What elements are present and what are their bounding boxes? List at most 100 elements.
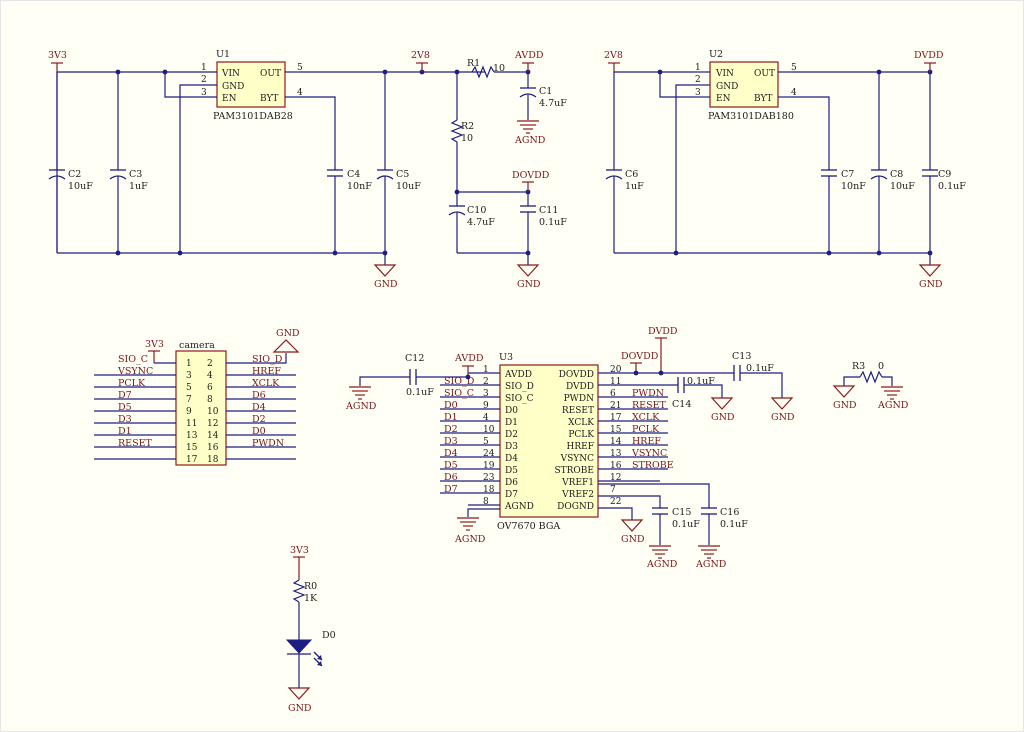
u1-ref: U1 (216, 49, 230, 60)
net-label-2v8: 2V8 (604, 50, 623, 61)
camera-pin-number: 2 (207, 359, 213, 369)
net-label-gnd: GND (833, 400, 857, 411)
camera-net-label: SIO_C (118, 354, 148, 365)
u3-pin-number: 6 (610, 389, 616, 399)
u3-net-label: PCLK (632, 424, 660, 435)
camera-net-label: D3 (118, 414, 132, 425)
u3-pin-number: 22 (610, 497, 621, 507)
u3-net-label: D3 (444, 436, 458, 447)
resistor-r2: R2 10 (450, 119, 474, 144)
u2-pin-name: EN (716, 94, 731, 104)
capacitor-c8: C8 10uF (870, 72, 915, 253)
agnd-symbol: AGND (695, 545, 727, 570)
u3-net-label: VSYNC (631, 448, 667, 459)
u3-pin-name: VREF2 (561, 490, 594, 500)
c5-value: 10uF (396, 181, 421, 192)
u3-pin-number: 5 (483, 437, 489, 447)
c3-ref: C3 (129, 169, 142, 180)
u2-regulator-section: 2V8 C6 1uF U2 PAM3101DAB180 1 2 (604, 49, 966, 290)
u2-pin-name: OUT (754, 69, 775, 79)
u3-pin-name: SIO_C (505, 394, 534, 404)
u3-net-label: D6 (444, 472, 458, 483)
c4-value: 10nF (347, 181, 372, 192)
agnd-symbol: AGND (514, 120, 546, 146)
u3-pin-number: 2 (483, 377, 489, 387)
c16-ref: C16 (720, 507, 739, 518)
u2-pin-name: GND (716, 82, 738, 92)
power-port-dovdd: DOVDD (621, 351, 659, 373)
u3-pin-number: 24 (483, 449, 495, 459)
u3-net-label: D5 (444, 460, 458, 471)
power-port-3v3: 3V3 (48, 50, 67, 72)
c13-value: 0.1uF (746, 363, 774, 374)
u3-net-label: XCLK (632, 412, 660, 423)
c2-ref: C2 (68, 169, 81, 180)
camera-pin-number: 8 (207, 395, 213, 405)
camera-net-label: D7 (118, 390, 132, 401)
net-label-avdd: AVDD (454, 353, 484, 364)
u3-net-label: SIO_C (444, 388, 474, 399)
power-port-3v3: 3V3 (145, 339, 176, 364)
capacitor-c16: C16 0.1uF (701, 507, 748, 545)
u3-agnd: AGND (454, 508, 500, 545)
capacitor-c5: C5 10uF (376, 72, 421, 265)
net-label-gnd: GND (374, 279, 398, 290)
c5-ref: C5 (396, 169, 409, 180)
power-port-2v8: 2V8 (604, 50, 623, 72)
u3-pin-name: DOVDD (559, 370, 594, 380)
u3-pin-number: 3 (483, 389, 489, 399)
u3-pin-number: 10 (483, 425, 495, 435)
net-label-gnd: GND (288, 703, 312, 714)
power-port-2v8: 2V8 (411, 50, 430, 72)
camera-net-label: XCLK (252, 378, 280, 389)
u1-pin-number: 5 (297, 63, 303, 73)
power-port-dvdd: DVDD (648, 326, 678, 373)
net-label-dovdd: DOVDD (621, 351, 659, 362)
u3-pin-name: RESET (562, 406, 594, 416)
agnd-symbol: AGND (646, 545, 678, 570)
led-indicator-section: 3V3 R0 1K D0 GND (285, 545, 336, 714)
c7-value: 10nF (841, 181, 866, 192)
ground-symbol: GND (918, 264, 943, 290)
u3-net-label: PWDN (632, 388, 664, 399)
r2-value: 10 (461, 133, 473, 144)
u3-pin-name: AGND (504, 502, 534, 512)
u1-pin-number: 2 (201, 75, 207, 85)
u3-pin-number: 4 (483, 413, 489, 423)
u1-pin-name: EN (222, 94, 237, 104)
u3-pin-name: HREF (567, 442, 594, 452)
camera-net-label: D6 (252, 390, 266, 401)
c9-value: 0.1uF (938, 181, 966, 192)
camera-pin-number: 13 (186, 431, 198, 441)
c1-value: 4.7uF (539, 98, 567, 109)
u1-pin-name: BYT (260, 94, 278, 104)
c15-ref: C15 (672, 507, 691, 518)
u3-net-label: HREF (632, 436, 661, 447)
camera-pin-number: 16 (207, 443, 219, 453)
u3-pin-name: PCLK (568, 430, 594, 440)
u1-pin-number: 4 (297, 88, 303, 98)
capacitor-c1: C1 4.7uF (519, 72, 567, 120)
net-label-agnd: AGND (514, 135, 546, 146)
u3-pin-name: AVDD (504, 370, 532, 380)
camera-pin-number: 15 (186, 443, 198, 453)
camera-pin-number: 5 (186, 383, 192, 393)
net-label-gnd: GND (517, 279, 541, 290)
u3-net-label: D0 (444, 400, 458, 411)
d0-ref: D0 (322, 630, 336, 641)
u3-pin-number: 14 (610, 437, 622, 447)
capacitor-c11: C11 0.1uF (520, 192, 567, 265)
c12-value: 0.1uF (406, 387, 434, 398)
c12-ref: C12 (405, 353, 424, 364)
c11-value: 0.1uF (539, 217, 567, 228)
u1-part-number: PAM3101DAB28 (213, 111, 293, 122)
r1-value: 10 (493, 63, 505, 74)
u3-pin-name: VREF1 (561, 478, 594, 488)
net-label-gnd: GND (621, 534, 645, 545)
u3-pin-name: D1 (505, 418, 518, 428)
camera-pin-number: 11 (186, 419, 197, 429)
u2-pin-number: 3 (695, 88, 701, 98)
net-label-agnd: AGND (345, 401, 377, 412)
